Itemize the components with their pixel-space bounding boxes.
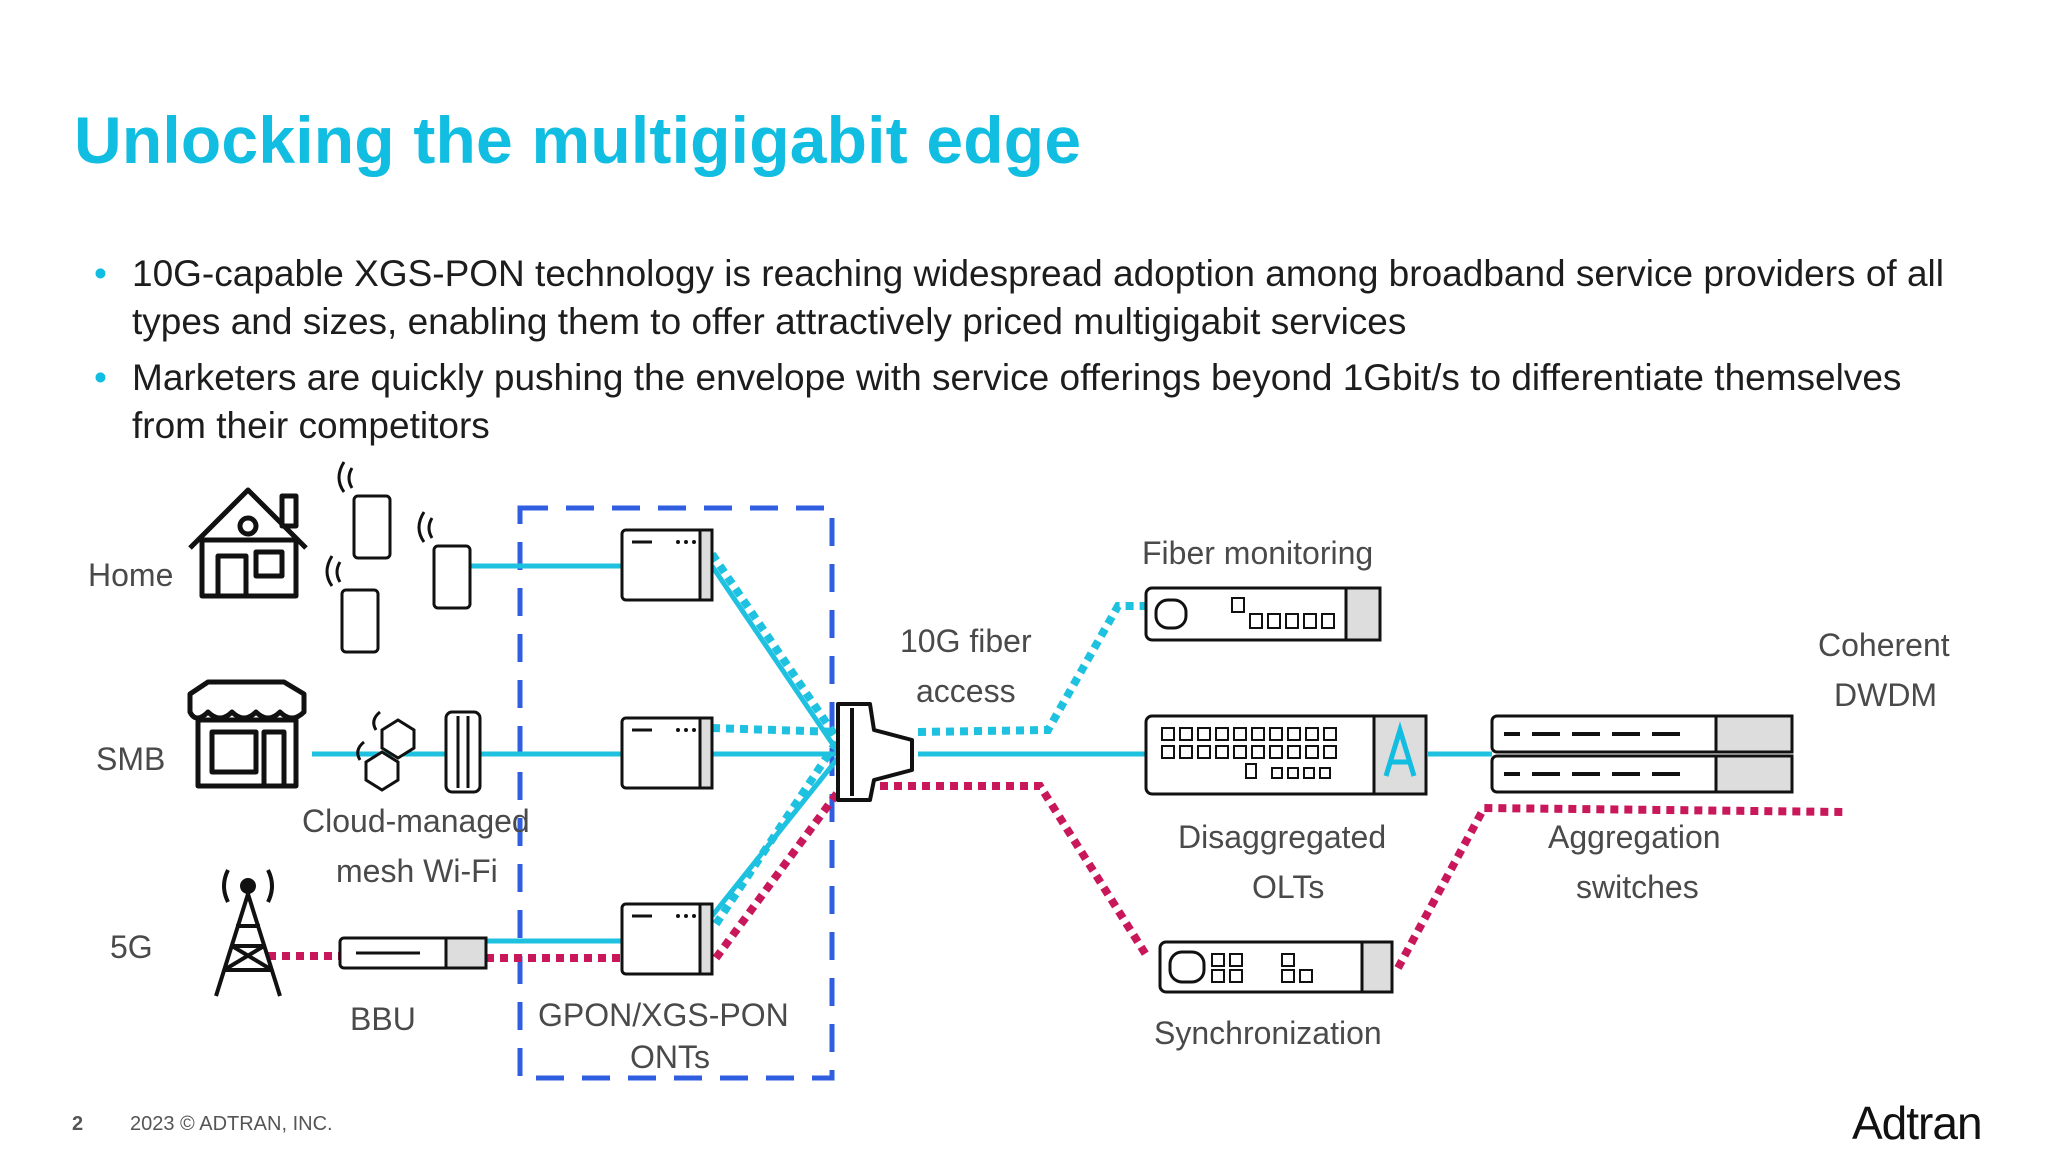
label-wifi-line2: mesh Wi-Fi bbox=[336, 853, 498, 889]
bullet-list: • 10G-capable XGS-PON technology is reach… bbox=[94, 250, 1974, 458]
aggregation-switch-icon bbox=[1490, 714, 1794, 754]
label-smb: SMB bbox=[96, 741, 165, 777]
ont-device-icon bbox=[620, 528, 714, 602]
mesh-wifi-icon bbox=[356, 710, 482, 794]
fiber-dotted-links bbox=[708, 551, 1146, 927]
label-fiber-monitoring: Fiber monitoring bbox=[1142, 535, 1373, 571]
label-ont-line2: ONTs bbox=[630, 1039, 710, 1075]
label-olt-line2: OLTs bbox=[1252, 869, 1324, 905]
store-icon bbox=[187, 679, 307, 789]
label-home: Home bbox=[88, 557, 173, 593]
wifi-pod-icon bbox=[417, 511, 472, 610]
cell-tower-icon bbox=[214, 869, 282, 997]
bullet-dot: • bbox=[94, 253, 107, 294]
label-5g: 5G bbox=[110, 929, 153, 965]
wifi-pod-icon bbox=[325, 555, 380, 654]
label-dwdm-line1: Coherent bbox=[1818, 627, 1950, 663]
olt-device-icon bbox=[1144, 714, 1428, 796]
ont-device-icon bbox=[620, 902, 714, 976]
ont-group-box bbox=[517, 505, 835, 1081]
ont-device-icon bbox=[620, 716, 714, 790]
label-fiber-line1: 10G fiber bbox=[900, 623, 1032, 659]
page-title: Unlocking the multigigabit edge bbox=[74, 103, 1082, 177]
label-sync: Synchronization bbox=[1154, 1015, 1382, 1051]
splitter-icon bbox=[836, 702, 914, 802]
label-agg-line1: Aggregation bbox=[1548, 819, 1721, 855]
label-dwdm-line2: DWDM bbox=[1834, 677, 1937, 713]
label-wifi-line1: Cloud-managed bbox=[302, 803, 530, 839]
label-agg-line2: switches bbox=[1576, 869, 1699, 905]
bullet-text: Marketers are quickly pushing the envelo… bbox=[132, 357, 1902, 446]
page-number: 2 bbox=[72, 1113, 84, 1135]
sync-links bbox=[268, 782, 1845, 970]
label-bbu: BBU bbox=[350, 1001, 416, 1037]
fiber-monitoring-device-icon bbox=[1144, 586, 1382, 642]
bullet-item: • 10G-capable XGS-PON technology is reach… bbox=[94, 250, 1974, 346]
house-icon bbox=[188, 487, 308, 599]
bullet-dot: • bbox=[94, 357, 107, 398]
label-olt-line1: Disaggregated bbox=[1178, 819, 1386, 855]
bbu-device-icon bbox=[338, 936, 488, 970]
aggregation-switch-icon bbox=[1490, 754, 1794, 794]
wifi-pod-icon bbox=[337, 461, 392, 560]
sync-device-icon bbox=[1158, 940, 1394, 994]
bullet-text: 10G-capable XGS-PON technology is reachi… bbox=[132, 253, 1944, 342]
adtran-logo: Adtran bbox=[1852, 1097, 1983, 1149]
bullet-item: • Marketers are quickly pushing the envel… bbox=[94, 354, 1974, 450]
label-fiber-line2: access bbox=[916, 673, 1016, 709]
copyright: 2023 © ADTRAN, INC. bbox=[130, 1113, 333, 1135]
label-ont-line1: GPON/XGS-PON bbox=[538, 997, 789, 1033]
